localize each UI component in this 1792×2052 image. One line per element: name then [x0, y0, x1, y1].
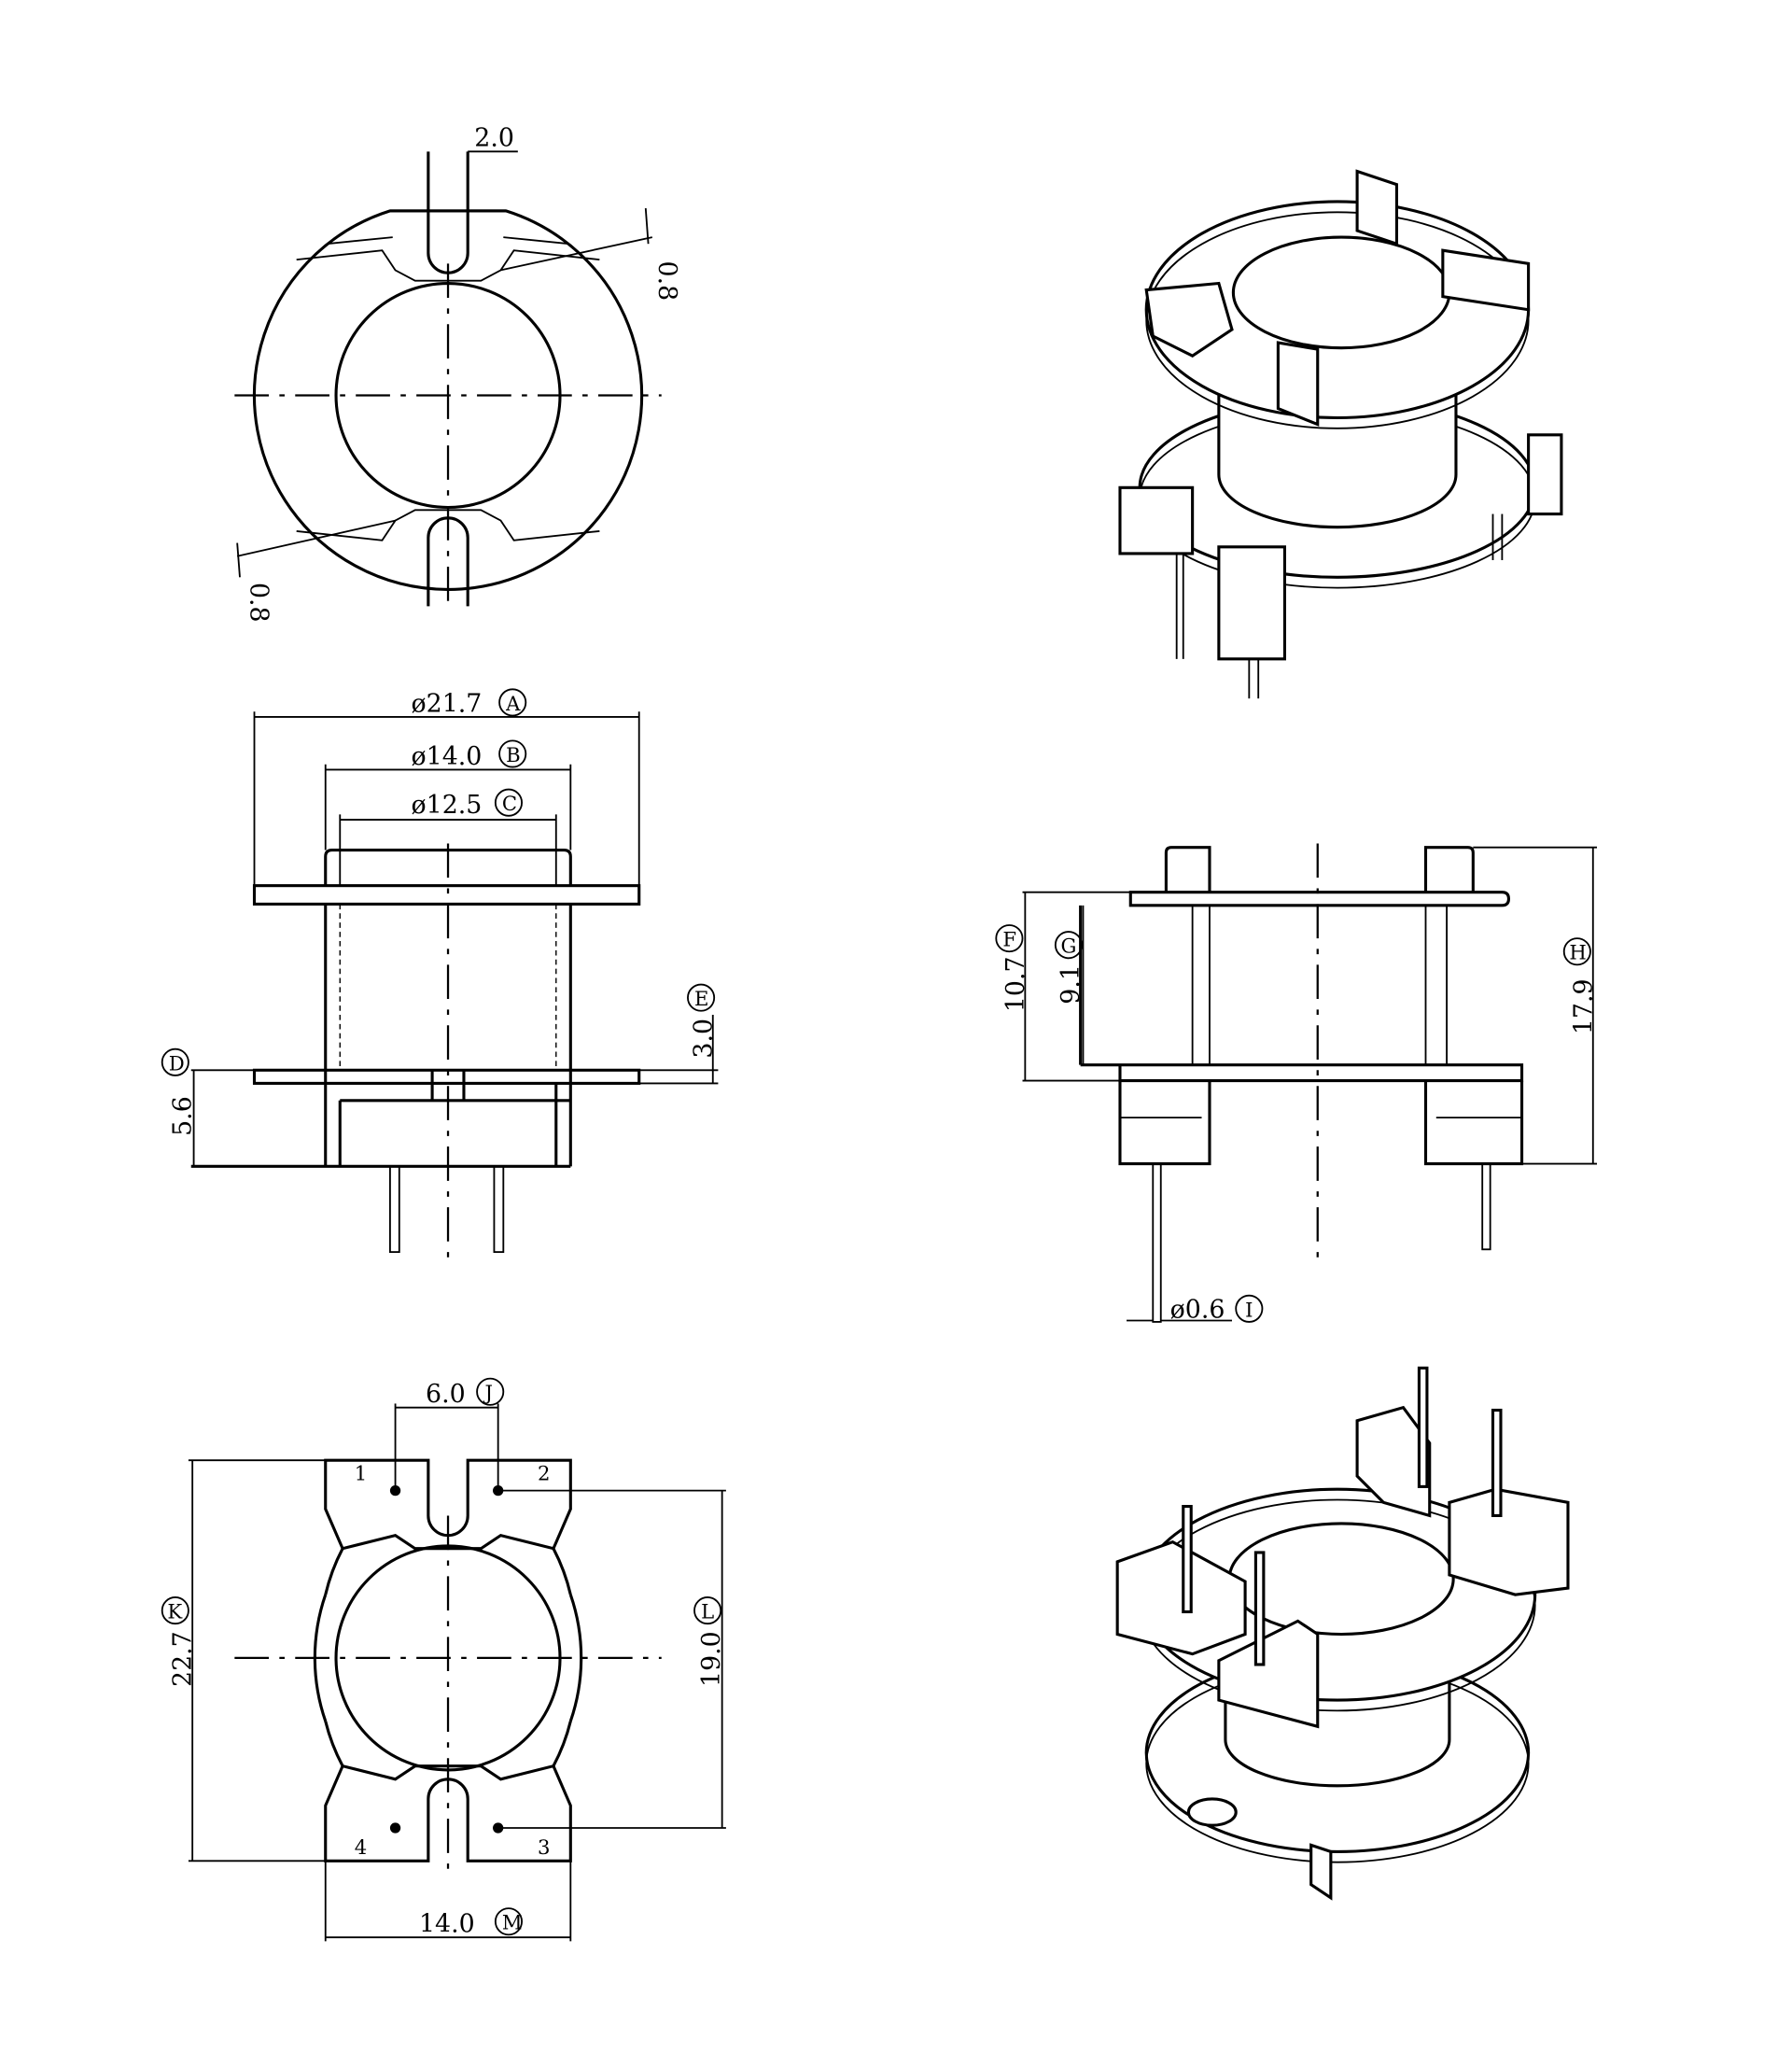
pin-3-label: 3 [538, 1835, 550, 1859]
pin-1-label: 1 [355, 1461, 367, 1484]
dim-b-tag: B [506, 743, 521, 766]
dim-c-value: ø12.5 [411, 791, 482, 820]
dim-d-tag: D [169, 1051, 185, 1075]
dim-slot-width: 2.0 [474, 124, 514, 153]
dim-a-value: ø21.7 [411, 689, 482, 718]
top-view: 2.0 0.8 0.8 [234, 124, 681, 623]
dim-j-value: 6.0 [426, 1380, 466, 1409]
dim-l-tag: L [701, 1600, 714, 1623]
dim-h-tag: H [1569, 941, 1586, 964]
dim-k-value: 22.7 [169, 1631, 198, 1687]
dim-i-value: ø0.6 [1170, 1296, 1225, 1325]
isometric-view-top [1118, 169, 1563, 699]
dim-i-tag: I [1245, 1298, 1253, 1321]
dim-e-tag: E [694, 987, 708, 1010]
bottom-view: 1 2 3 4 6.0 J 22.7 K 19.0 L 14.0 M [161, 1377, 726, 1942]
dim-k-tag: K [167, 1600, 183, 1623]
dim-l-value: 19.0 [697, 1631, 726, 1687]
isometric-view-bottom [1115, 1366, 1570, 1901]
dim-m-tag: M [502, 1911, 523, 1934]
dim-d-value: 5.6 [169, 1096, 198, 1136]
dim-g-value: 9.1 [1057, 964, 1085, 1005]
front-view: ø21.7 A ø14.0 B ø12.5 C 3.0 E 5.6 D [161, 688, 719, 1259]
dim-a-tag: A [505, 692, 521, 715]
pin-4-label: 4 [355, 1835, 367, 1859]
dim-g-tag: G [1060, 935, 1076, 958]
dim-f-value: 10.7 [1001, 956, 1030, 1012]
dim-c-tag: C [502, 792, 517, 815]
dim-tab-offset-bottom: 0.8 [244, 583, 273, 623]
pin-markers [389, 1484, 504, 1834]
dim-e-value: 3.0 [689, 1019, 718, 1059]
dim-j-tag: J [483, 1381, 493, 1404]
pin-2-label: 2 [538, 1461, 550, 1484]
dim-f-tag: F [1002, 928, 1016, 951]
dim-b-value: ø14.0 [411, 742, 482, 771]
dim-m-value: 14.0 [419, 1910, 475, 1939]
dim-h-value: 17.9 [1569, 978, 1598, 1034]
dim-tab-offset-top: 0.8 [652, 261, 681, 302]
side-view: 10.7 F 9.1 G 17.9 H ø0.6 I [995, 843, 1598, 1325]
